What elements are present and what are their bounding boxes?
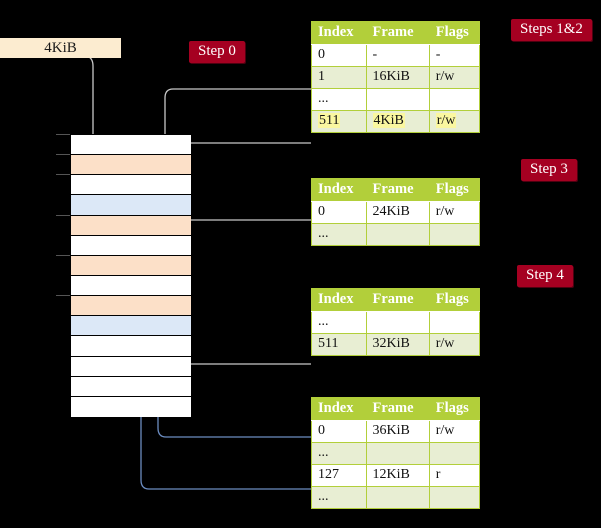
memory-tick-1	[56, 154, 70, 156]
memory-frame-13	[71, 396, 191, 417]
cell-frame	[365, 88, 430, 111]
column-header-index: Index	[311, 178, 367, 202]
cell-flags	[428, 223, 481, 246]
memory-frame-9	[71, 316, 191, 337]
cell-flags: r/w	[428, 420, 481, 443]
cell-flags: r/w	[428, 66, 481, 89]
column-header-index: Index	[311, 288, 367, 312]
memory-frame-2	[71, 175, 191, 196]
step-badge-step0: Step 0	[189, 41, 245, 63]
cell-index: 127	[311, 464, 367, 487]
column-header-frame: Frame	[365, 397, 430, 421]
cell-index: 0	[311, 44, 367, 67]
memory-frame-12	[71, 376, 191, 397]
column-header-flags: Flags	[428, 178, 481, 202]
cell-index: 511	[311, 110, 367, 133]
cell-index: 1	[311, 66, 367, 89]
cell-index: 0	[311, 420, 367, 443]
step-badge-step3: Step 3	[521, 159, 577, 181]
cell-index: ...	[311, 311, 367, 334]
memory-frame-11	[71, 356, 191, 377]
tag-4kib: 4KiB	[0, 38, 121, 58]
column-header-index: Index	[311, 21, 367, 45]
table-row: ...	[311, 223, 481, 246]
memory-tick-2	[56, 174, 70, 176]
memory-frame-1	[71, 155, 191, 176]
column-header-frame: Frame	[365, 178, 430, 202]
table-row: ...	[311, 442, 481, 465]
table-row: 0--	[311, 44, 481, 67]
cell-index: ...	[311, 486, 367, 509]
cell-flags: r/w	[428, 201, 481, 224]
physical-memory-column	[70, 134, 191, 417]
column-header-flags: Flags	[428, 288, 481, 312]
memory-tick-6	[56, 254, 70, 256]
memory-frame-6	[71, 255, 191, 276]
memory-frame-0	[71, 135, 191, 156]
cell-frame: 4KiB	[365, 110, 430, 133]
cell-flags	[428, 486, 481, 509]
column-header-frame: Frame	[365, 21, 430, 45]
step-badge-step4: Step 4	[517, 265, 573, 287]
table-row: ...	[311, 88, 481, 111]
cell-flags: r/w	[428, 333, 481, 356]
cell-frame	[365, 486, 430, 509]
cell-index: 0	[311, 201, 367, 224]
cell-flags: -	[428, 44, 481, 67]
cell-frame: 32KiB	[365, 333, 430, 356]
memory-frame-7	[71, 276, 191, 297]
memory-frame-5	[71, 235, 191, 256]
memory-frame-3	[71, 195, 191, 216]
table-row: ...	[311, 311, 481, 334]
memory-tick-0	[56, 134, 70, 135]
highlighted-value: 511	[318, 113, 341, 128]
cell-flags: r	[428, 464, 481, 487]
memory-frame-4	[71, 215, 191, 236]
cell-flags	[428, 311, 481, 334]
cell-flags	[428, 88, 481, 111]
column-header-flags: Flags	[428, 397, 481, 421]
cell-index: ...	[311, 442, 367, 465]
cell-flags	[428, 442, 481, 465]
column-header-frame: Frame	[365, 288, 430, 312]
step-badge-steps12: Steps 1&2	[511, 19, 592, 41]
cell-index: ...	[311, 223, 367, 246]
memory-frame-10	[71, 336, 191, 357]
cell-frame	[365, 223, 430, 246]
column-header-index: Index	[311, 397, 367, 421]
memory-tick-4	[56, 214, 70, 216]
cell-index: ...	[311, 88, 367, 111]
memory-tick-8	[56, 295, 70, 297]
table-row: 511 4KiB r/w	[311, 110, 481, 133]
cell-frame: 16KiB	[365, 66, 430, 89]
highlighted-value: 4KiB	[372, 113, 405, 128]
cell-index: 511	[311, 333, 367, 356]
cell-frame: 24KiB	[365, 201, 430, 224]
highlighted-value: r/w	[435, 113, 457, 128]
memory-frame-8	[71, 296, 191, 317]
cell-frame	[365, 311, 430, 334]
cell-flags: r/w	[428, 110, 481, 133]
cell-frame: -	[365, 44, 430, 67]
cell-frame: 36KiB	[365, 420, 430, 443]
table-row: ...	[311, 486, 481, 509]
column-header-flags: Flags	[428, 21, 481, 45]
cell-frame	[365, 442, 430, 465]
cell-frame: 12KiB	[365, 464, 430, 487]
